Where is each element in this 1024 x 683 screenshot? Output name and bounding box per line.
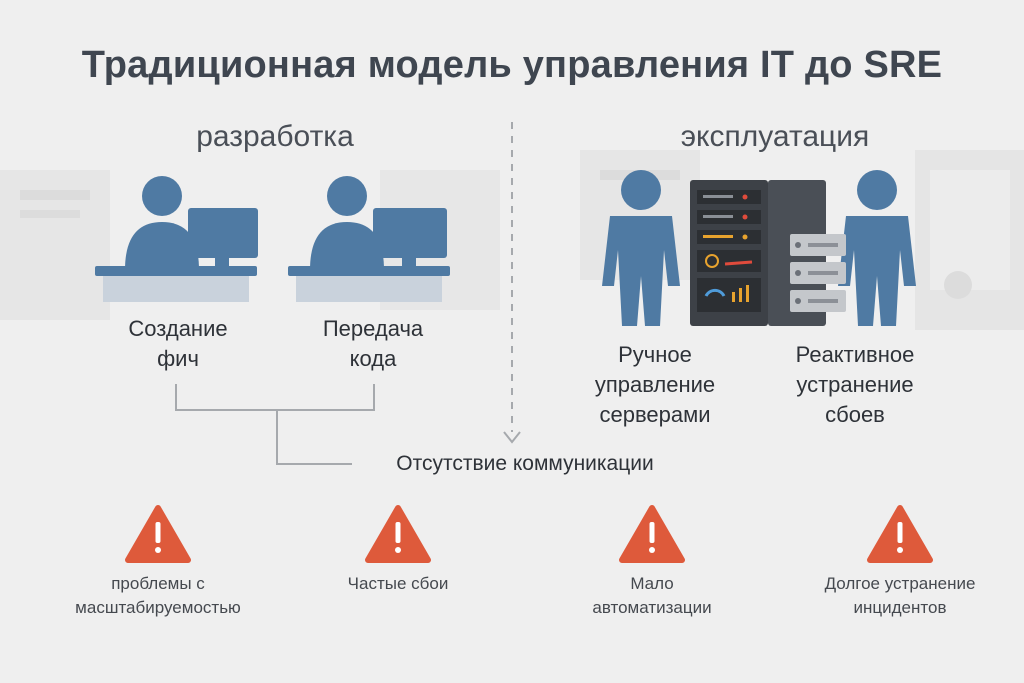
problem-scalability: проблемы с масштабируемостью [48, 572, 268, 620]
warning-icon-3 [622, 508, 682, 560]
divider-arrow-icon [504, 432, 520, 442]
problem-frequent-failures: Частые сбои [300, 572, 496, 596]
developer-2-icon [288, 176, 450, 302]
role-label-code-handoff: Передача кода [291, 314, 455, 374]
operator-2-icon [838, 170, 916, 326]
server-units-icon [790, 234, 846, 312]
role-label-feature-creation: Создание фич [96, 314, 260, 374]
operator-1-icon [602, 170, 680, 326]
no-communication-label: Отсутствие коммуникации [340, 452, 710, 476]
warning-icon-1 [128, 508, 188, 560]
developer-1-icon [95, 176, 258, 302]
warning-icon-2 [368, 508, 428, 560]
problem-low-automation: Мало автоматизации [554, 572, 750, 620]
problem-slow-incident-resolution: Долгое устранение инцидентов [790, 572, 1010, 620]
warning-icon-4 [870, 508, 930, 560]
role-label-manual-servers: Ручное управление серверами [560, 340, 750, 430]
role-label-reactive-fix: Реактивное устранение сбоев [760, 340, 950, 430]
